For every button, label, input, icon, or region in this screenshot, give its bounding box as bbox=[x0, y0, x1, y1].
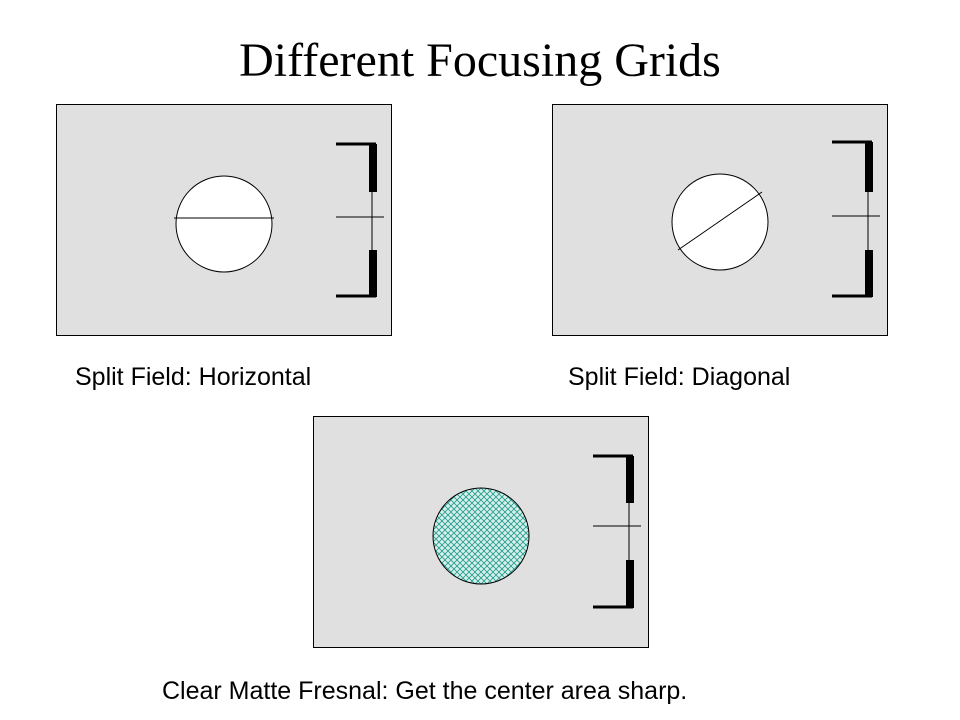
split-image-circle bbox=[175, 175, 273, 273]
focusing-screen-clear-matte bbox=[313, 416, 649, 648]
focusing-screen-drawing bbox=[552, 104, 888, 336]
caption-diagonal-split: Split Field: Diagonal bbox=[568, 363, 791, 391]
bracket-marker-icon bbox=[593, 454, 641, 609]
diagonal-split-line bbox=[677, 191, 763, 251]
bracket-marker-icon bbox=[336, 142, 384, 298]
slide-title: Different Focusing Grids bbox=[239, 34, 721, 87]
caption-horizontal-split: Split Field: Horizontal bbox=[75, 363, 312, 391]
focusing-screen-drawing bbox=[313, 416, 649, 648]
bracket-marker-icon bbox=[832, 140, 880, 298]
focusing-screen-diagonal-split bbox=[552, 104, 888, 336]
matte-center-circle bbox=[432, 487, 530, 585]
caption-clear-matte: Clear Matte Fresnal: Get the center area… bbox=[162, 677, 688, 705]
focusing-screen-drawing bbox=[56, 104, 392, 336]
split-image-circle bbox=[671, 173, 769, 271]
focusing-screen-horizontal-split bbox=[56, 104, 392, 336]
